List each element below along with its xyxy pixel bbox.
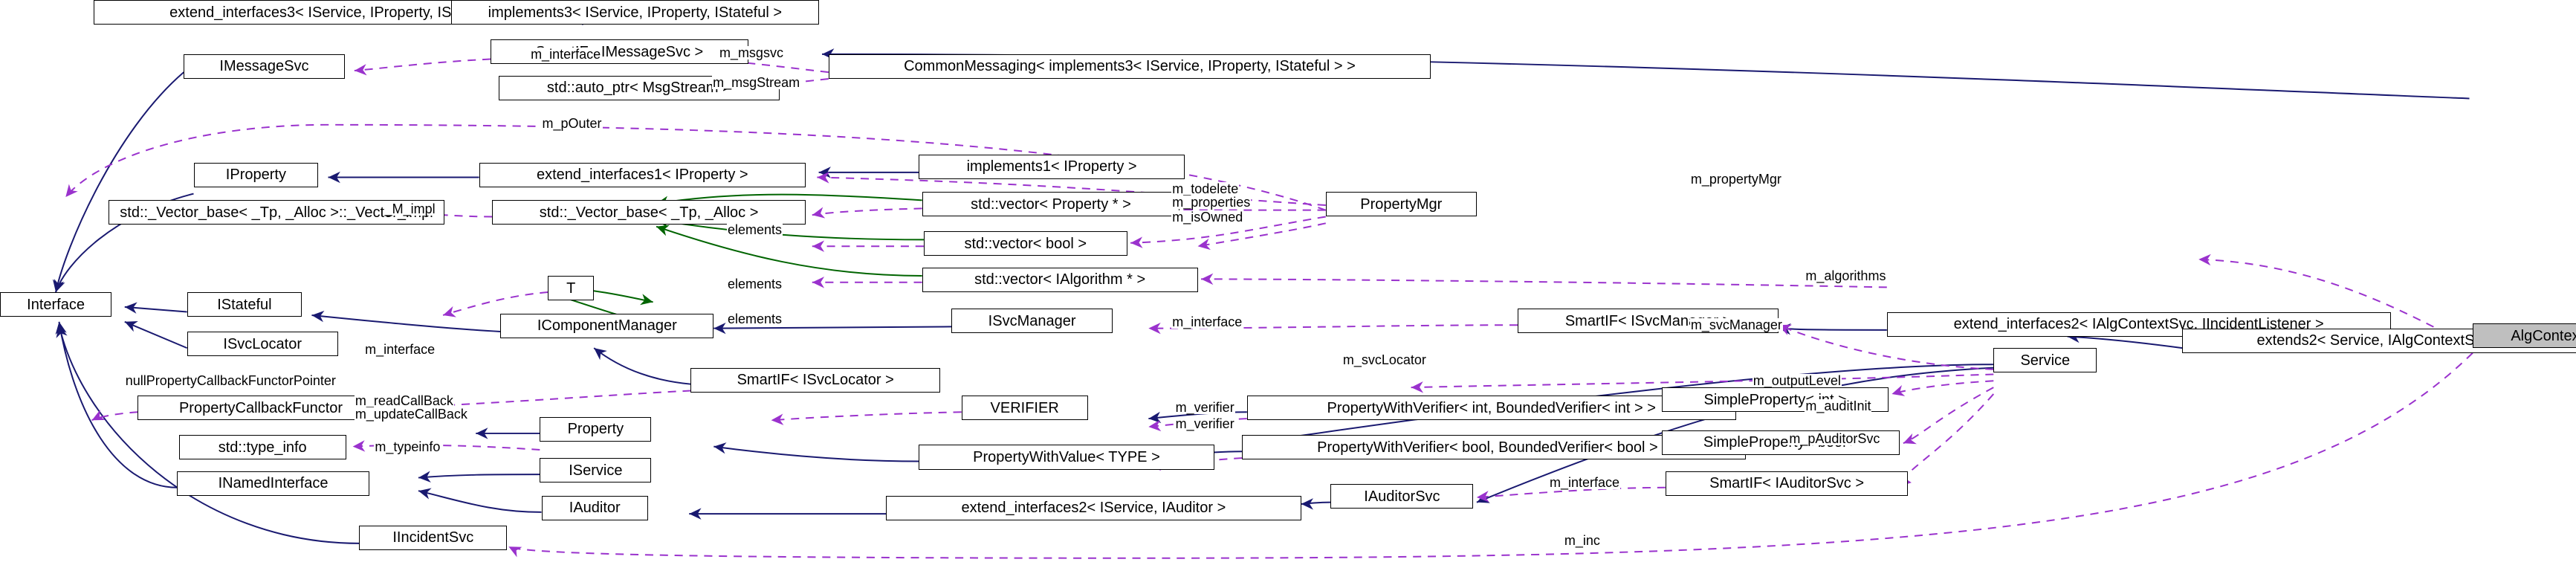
class-node-algcontextsvc[interactable]: AlgContextSvc	[2472, 323, 2576, 349]
class-node-iauditorsvc[interactable]: IAuditorSvc	[1330, 484, 1474, 509]
class-node-propertycallbackfunctor[interactable]: PropertyCallbackFunctor	[137, 396, 384, 421]
class-node-smartif-iauditorsvc[interactable]: SmartIF< IAuditorSvc >	[1665, 471, 1909, 496]
class-node-iincidentsvc[interactable]: IIncidentSvc	[359, 525, 508, 550]
edge-label-m-pauditorsvc: m_pAuditorSvc	[1788, 430, 1881, 446]
class-node-propertymgr[interactable]: PropertyMgr	[1325, 192, 1477, 217]
class-node-iauditor[interactable]: IAuditor	[541, 495, 648, 520]
edge-label-m-outputlevel: m_outputLevel	[1752, 373, 1842, 389]
edge-label-elements: elements	[726, 277, 783, 292]
edge-label-m-verifier: m_verifier	[1174, 399, 1235, 415]
class-node-service[interactable]: Service	[1993, 348, 2097, 373]
edge-label-m-interface: m_interface	[364, 342, 436, 358]
class-node-smartif-imessagesvc[interactable]: SmartIF< IMessageSvc >	[491, 39, 748, 65]
class-node-implements3-iservice-iproperty-istateful[interactable]: implements3< IService, IProperty, IState…	[451, 0, 819, 25]
class-node-icomponentmanager[interactable]: IComponentManager	[500, 313, 714, 338]
class-node-iservice[interactable]: IService	[540, 458, 652, 483]
class-node-verifier[interactable]: VERIFIER	[961, 396, 1088, 421]
edge-label-m-readcallback: m_readCallBack	[354, 393, 454, 408]
class-node-imessagesvc[interactable]: IMessageSvc	[184, 54, 345, 79]
edge-label-nullpropertycallbackfunctorpointer: nullPropertyCallbackFunctorPointer	[124, 373, 337, 389]
edge-label-m-propertymgr: m_propertyMgr	[1689, 171, 1782, 187]
edge-label-elements: elements	[726, 311, 783, 326]
edge-label-m-msgstream: m_msgStream	[712, 74, 801, 90]
edge-label-m-interface: m_interface	[1171, 314, 1243, 329]
class-node-propertywithvalue-type[interactable]: PropertyWithValue< TYPE >	[919, 445, 1214, 470]
class-node-isvclocator[interactable]: ISvcLocator	[187, 332, 338, 357]
class-node-inamedinterface[interactable]: INamedInterface	[177, 471, 369, 496]
class-node-extend-interfaces1-iproperty[interactable]: extend_interfaces1< IProperty >	[479, 162, 806, 187]
class-node-std-vector-property[interactable]: std::vector< Property * >	[922, 192, 1180, 217]
edge-label-m-msgsvc: m_msgsvc	[718, 45, 784, 60]
edge-label-m-pouter: m_pOuter	[541, 115, 603, 131]
class-node-istateful[interactable]: IStateful	[187, 292, 302, 317]
edge-label-m-interface: m_interface	[530, 47, 602, 62]
edge-label-m-algorithms: m_algorithms	[1805, 268, 1887, 284]
edge-label-m-impl: _M_impl	[384, 201, 436, 216]
edge-label-m-todelete: m_todelete	[1171, 181, 1240, 197]
class-node-property[interactable]: Property	[540, 416, 652, 442]
edge-label-m-verifier: m_verifier	[1174, 416, 1235, 431]
class-node-std-type-info[interactable]: std::type_info	[178, 435, 346, 460]
class-node-extend-interfaces2-iservice-iauditor[interactable]: extend_interfaces2< IService, IAuditor >	[886, 495, 1301, 520]
class-node-propertywithverifier-int-boundedverifier-int[interactable]: PropertyWithVerifier< int, BoundedVerifi…	[1246, 396, 1736, 421]
class-node-t[interactable]: T	[548, 275, 595, 301]
edge-label-m-updatecallback: m_updateCallBack	[354, 406, 468, 422]
class-node-isvcmanager[interactable]: ISvcManager	[951, 309, 1113, 334]
class-node-commonmessaging-implements3-iservice-iproperty-istateful[interactable]: CommonMessaging< implements3< IService, …	[828, 54, 1431, 79]
class-node-std-vector-ialgorithm[interactable]: std::vector< IAlgorithm * >	[922, 267, 1198, 293]
edge-label-m-typeinfo: m_typeinfo	[374, 439, 441, 454]
edge-label-m-properties: m_properties	[1171, 194, 1252, 210]
edge-label-elements: elements	[726, 222, 783, 238]
class-node-iproperty[interactable]: IProperty	[193, 162, 319, 187]
class-node-std-vector-bool[interactable]: std::vector< bool >	[923, 231, 1127, 256]
class-node-interface[interactable]: Interface	[0, 292, 112, 317]
class-node-extend-interfaces2-ialgcontextsvc-iincidentlistener[interactable]: extend_interfaces2< IAlgContextSvc, IInc…	[1886, 312, 2391, 337]
class-node-implements1-iproperty[interactable]: implements1< IProperty >	[919, 154, 1185, 179]
class-node-propertywithverifier-bool-boundedverifier-bool[interactable]: PropertyWithVerifier< bool, BoundedVerif…	[1242, 435, 1746, 460]
edge-label-m-inc: m_inc	[1563, 532, 1601, 548]
edge-label-m-isowned: m_isOwned	[1171, 209, 1244, 225]
edge-label-m-auditinit: m_auditInit	[1805, 398, 1872, 413]
class-node-smartif-isvclocator[interactable]: SmartIF< ISvcLocator >	[690, 367, 940, 393]
edge-label-m-svcmanager: m_svcManager	[1689, 317, 1783, 333]
class-node-std-vector-base-tp-alloc-vector-impl[interactable]: std::_Vector_base< _Tp, _Alloc >::_Vecto…	[108, 200, 445, 225]
edge-label-m-interface: m_interface	[1549, 475, 1621, 491]
edge-label-m-svclocator: m_svcLocator	[1342, 352, 1427, 367]
class-node-std-vector-base-tp-alloc[interactable]: std::_Vector_base< _Tp, _Alloc >	[492, 200, 806, 225]
